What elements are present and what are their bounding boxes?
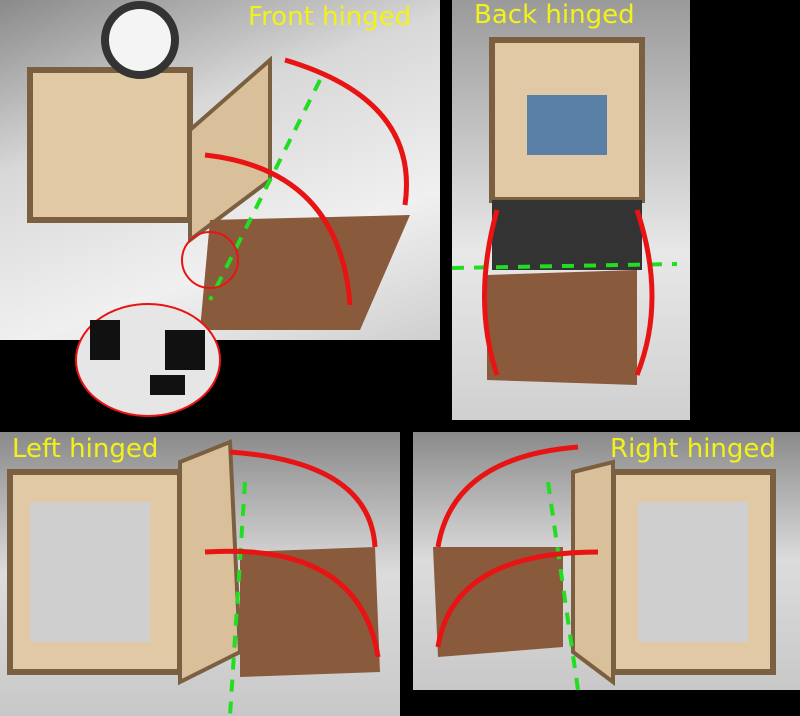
photo-left-hinged: Left hinged bbox=[0, 432, 400, 716]
front-hinged-illustration bbox=[27, 1, 410, 330]
right-hinged-illustration bbox=[433, 444, 776, 690]
hinge-detail-inset bbox=[75, 303, 221, 417]
swing-arrow bbox=[435, 444, 579, 548]
label-right-hinged: Right hinged bbox=[610, 434, 776, 464]
filament-spool bbox=[101, 1, 179, 79]
swing-arrow bbox=[284, 57, 409, 206]
printer-side bbox=[571, 459, 615, 686]
hinge-part bbox=[165, 330, 205, 370]
door-board bbox=[487, 270, 637, 385]
hinge-line bbox=[208, 79, 322, 301]
door-board bbox=[240, 547, 380, 677]
print-bed bbox=[527, 95, 607, 155]
swing-arrow bbox=[634, 209, 655, 376]
hinge-line bbox=[228, 481, 247, 716]
swing-arrow bbox=[204, 152, 353, 306]
photo-right-hinged: Right hinged bbox=[413, 432, 800, 690]
printer-frame bbox=[27, 67, 193, 223]
swing-arrow bbox=[482, 209, 500, 376]
photo-front-hinged: Front hinged bbox=[0, 0, 440, 340]
door-board bbox=[200, 215, 410, 330]
photo-back-hinged: Back hinged bbox=[452, 0, 690, 420]
hinge-line bbox=[452, 262, 678, 270]
printer-side bbox=[188, 55, 272, 244]
swing-arrow bbox=[229, 449, 378, 548]
printer-side bbox=[178, 439, 243, 686]
swing-arrow bbox=[204, 548, 381, 658]
door-board bbox=[433, 547, 563, 657]
frame-opening bbox=[638, 502, 748, 642]
back-hinged-illustration bbox=[452, 37, 678, 385]
swing-arrow bbox=[435, 549, 599, 648]
printer-electronics bbox=[492, 200, 642, 270]
hinge-part bbox=[90, 320, 120, 360]
label-back-hinged: Back hinged bbox=[474, 0, 635, 30]
hinge-clip bbox=[150, 375, 185, 395]
left-hinged-illustration bbox=[7, 439, 381, 716]
frame-opening bbox=[30, 502, 150, 642]
label-left-hinged: Left hinged bbox=[12, 434, 159, 464]
label-front-hinged: Front hinged bbox=[248, 2, 412, 32]
detail-circle bbox=[181, 231, 239, 289]
